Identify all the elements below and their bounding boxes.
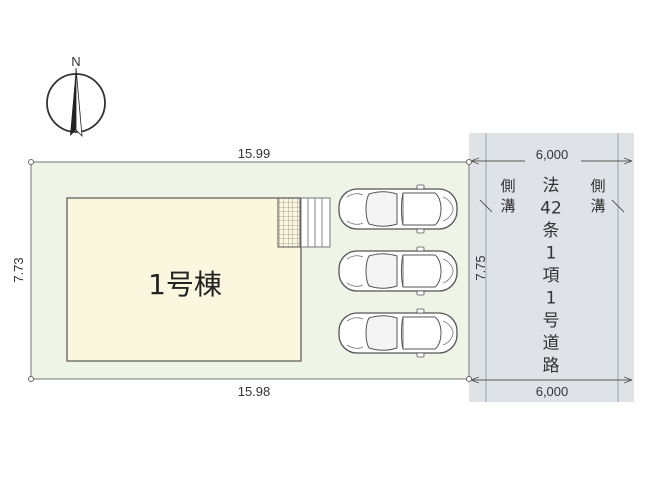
road-name-char: 道	[543, 334, 560, 354]
gutter-right-char: 溝	[590, 197, 605, 215]
car-2	[338, 246, 458, 296]
site-left-length: 7.73	[11, 257, 26, 282]
site-bottom-length: 15.98	[238, 384, 271, 399]
road-width-bottom: 6,000	[536, 384, 569, 399]
parking-area	[338, 184, 458, 358]
road-name-char: 条	[543, 221, 560, 241]
entrance-grid	[277, 197, 301, 248]
road-name-char: 1	[546, 244, 557, 264]
gutter-right-char: 側	[590, 177, 605, 195]
road-width-top: 6,000	[536, 147, 569, 162]
gutter-left-char: 溝	[500, 197, 515, 215]
gutter-left-label: 側溝	[500, 177, 515, 215]
car-3	[338, 308, 458, 358]
site-top-length: 15.99	[238, 146, 271, 161]
road-name-char: 号	[543, 311, 560, 331]
road-name-char: 法	[543, 176, 560, 196]
building-label: 1号棟	[148, 268, 222, 301]
road-name-char: 42	[540, 199, 562, 219]
site-right-length: 7.75	[473, 255, 488, 280]
entrance-steps	[300, 197, 331, 248]
gutter-left-char: 側	[500, 177, 515, 195]
building-footprint	[66, 197, 302, 362]
road-name-char: 路	[543, 356, 560, 376]
road-name-char: 項	[543, 266, 560, 286]
car-1	[338, 184, 458, 234]
gutter-right-label: 側溝	[590, 177, 605, 215]
road-name-char: 1	[546, 289, 557, 309]
road-surface	[469, 133, 634, 402]
building-1: 1号棟	[66, 197, 331, 362]
compass: N	[46, 54, 106, 138]
compass-label: N	[71, 54, 80, 69]
